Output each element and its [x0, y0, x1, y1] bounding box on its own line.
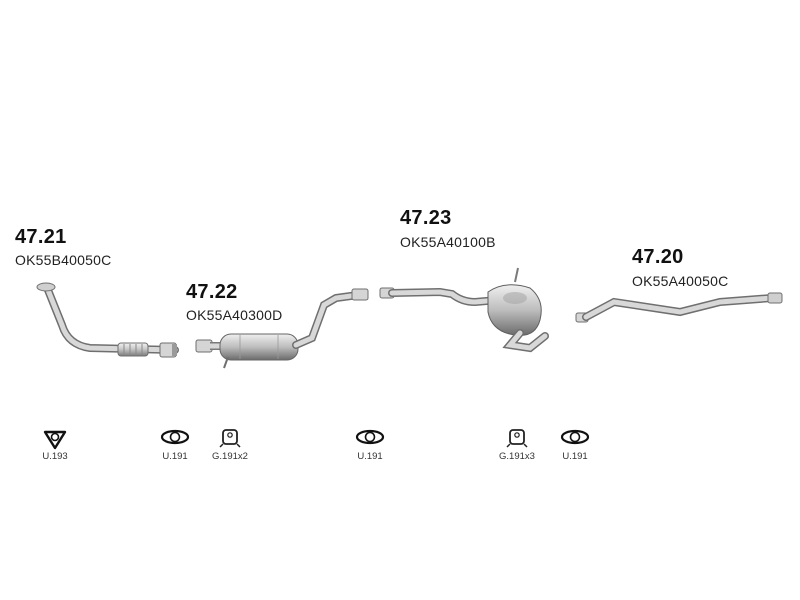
middle-silencer-47-23	[379, 267, 549, 353]
triangular-gasket-icon	[43, 430, 67, 450]
hardware-label: U.193	[42, 451, 68, 462]
part-code: 47.22	[186, 281, 238, 303]
rubber-hanger-icon	[506, 429, 528, 448]
part-code: 47.23	[400, 207, 452, 229]
oval-gasket-icon	[560, 429, 590, 445]
hardware-label: G.191x3	[499, 451, 535, 462]
part-reference: OK55A40300D	[186, 307, 283, 323]
part-code: 47.21	[15, 226, 67, 248]
part-reference: OK55A40100B	[400, 234, 496, 250]
rubber-hanger-icon	[219, 429, 241, 448]
hardware-label: U.191	[162, 451, 188, 462]
oval-gasket-icon	[355, 429, 385, 445]
part-reference: OK55A40050C	[632, 273, 729, 289]
part-reference: OK55B40050C	[15, 252, 112, 268]
part-code: 47.20	[632, 246, 684, 268]
catalyst-pipe-47-22	[195, 288, 369, 369]
hardware-label: U.191	[562, 451, 588, 462]
hardware-label: G.191x2	[212, 451, 248, 462]
oval-gasket-icon	[160, 429, 190, 445]
front-pipe-47-21	[36, 282, 179, 358]
hardware-label: U.191	[357, 451, 383, 462]
tail-pipe-47-20	[575, 292, 783, 323]
